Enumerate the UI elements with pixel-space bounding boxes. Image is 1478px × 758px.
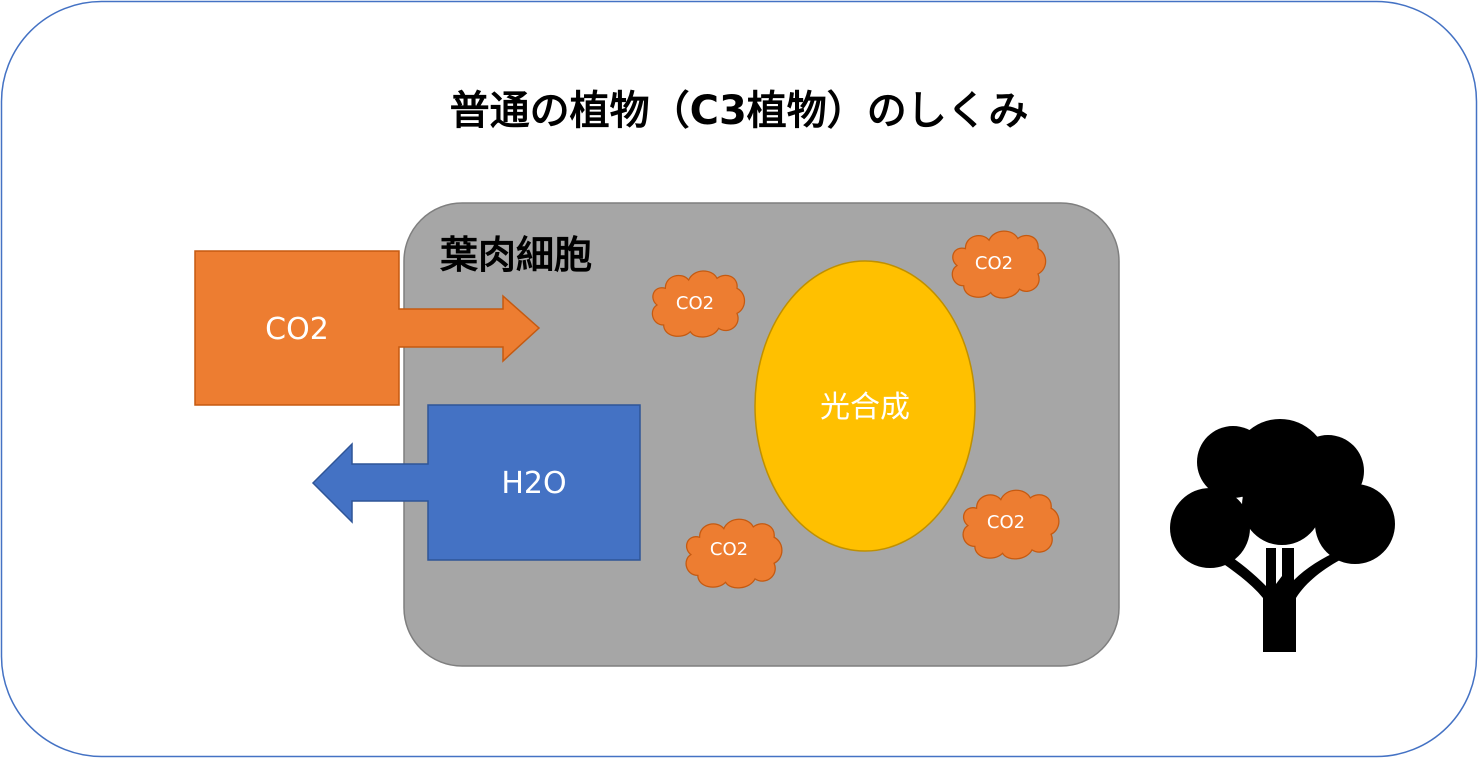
co2-cloud: CO2 bbox=[685, 518, 783, 589]
h2o-box-label: H2O bbox=[501, 466, 566, 501]
h2o-outflow-arrow bbox=[311, 404, 641, 561]
photosynthesis-label: 光合成 bbox=[820, 390, 910, 425]
photosynthesis-ellipse bbox=[754, 260, 976, 552]
co2-inflow-arrow bbox=[194, 250, 541, 406]
co2-cloud: CO2 bbox=[651, 270, 746, 338]
tree-icon bbox=[1170, 419, 1395, 652]
co2-cloud: CO2 bbox=[951, 230, 1047, 299]
co2-cloud-label: CO2 bbox=[987, 512, 1025, 533]
co2-cloud-label: CO2 bbox=[975, 253, 1013, 274]
co2-cloud-label: CO2 bbox=[676, 293, 714, 314]
cell-label: 葉肉細胞 bbox=[439, 233, 592, 277]
co2-cloud: CO2 bbox=[962, 489, 1060, 560]
co2-box-label: CO2 bbox=[265, 312, 329, 347]
diagram-title: 普通の植物（C3植物）のしくみ bbox=[450, 88, 1029, 134]
co2-cloud-label: CO2 bbox=[710, 539, 748, 560]
